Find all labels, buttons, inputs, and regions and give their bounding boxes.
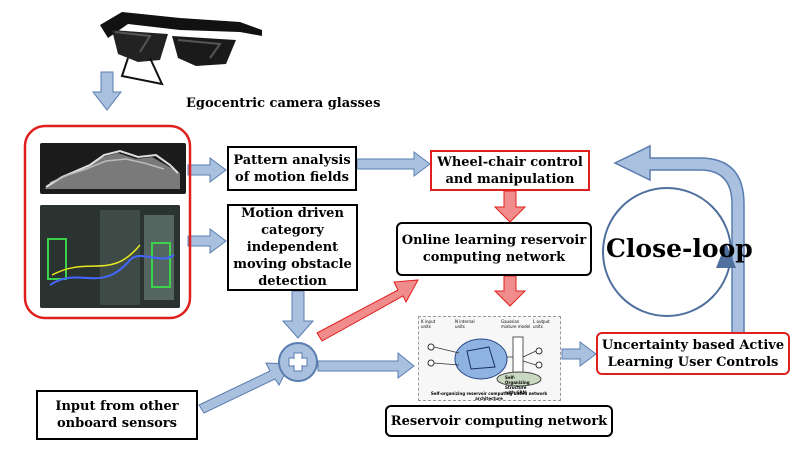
camera-caption: Egocentric camera glasses [186, 96, 381, 111]
arrow-motion-to-plus [281, 290, 315, 339]
close-loop-arrowhead [716, 243, 736, 268]
camera-glasses-image [100, 12, 262, 86]
wheelchair-control-box: Wheel-chair control and manipulation [430, 150, 590, 191]
arrow-to-motion [187, 228, 227, 254]
obstacle-scene-image [40, 205, 180, 308]
arrow-online-to-reservoir [493, 275, 527, 307]
arrow-plus-to-reservoir [317, 351, 415, 379]
close-loop-label: Close-loop [606, 234, 753, 263]
thumbnail-caption: Self-organizing reservoir computing base… [430, 391, 548, 401]
arrow-to-pattern [187, 157, 227, 183]
obstacle-scene-graphic [40, 205, 180, 308]
arrow-pattern-to-wheelchair [356, 151, 431, 177]
motion-detection-box: Motion driven category independent movin… [227, 204, 358, 291]
arrow-camera-down [91, 71, 123, 111]
k-input-label: K input units [421, 319, 436, 329]
gaussian-label: Gaussian mixture model [501, 319, 531, 329]
reservoir-graphic [427, 336, 543, 387]
pattern-analysis-box: Pattern analysis of motion fields [227, 146, 357, 191]
motion-field-image [40, 143, 186, 194]
arrow-reservoir-to-uncertainty [561, 341, 597, 367]
online-learning-box: Online learning reservoir computing netw… [396, 222, 592, 276]
reservoir-architecture-thumbnail: K input units N internal units Gaussian … [418, 316, 561, 401]
arrow-sensors-to-plus [198, 362, 291, 414]
n-internal-label: N internal units [455, 319, 475, 329]
motion-field-graphic [44, 149, 180, 189]
input-sensors-box: Input from other onboard sensors [36, 390, 198, 440]
uncertainty-controls-box: Uncertainty based Active Learning User C… [596, 332, 790, 375]
close-loop-circle [602, 187, 732, 317]
feedback-arrow [613, 144, 745, 335]
input-images-frame [23, 124, 192, 320]
self-org-label: Self-Organizing Structure with GRN [505, 375, 530, 395]
reservoir-network-box: Reservoir computing network [385, 405, 613, 437]
arrow-plus-to-online [316, 279, 419, 342]
l-output-label: L output units [533, 319, 550, 329]
arrow-wheelchair-to-online [493, 190, 527, 223]
